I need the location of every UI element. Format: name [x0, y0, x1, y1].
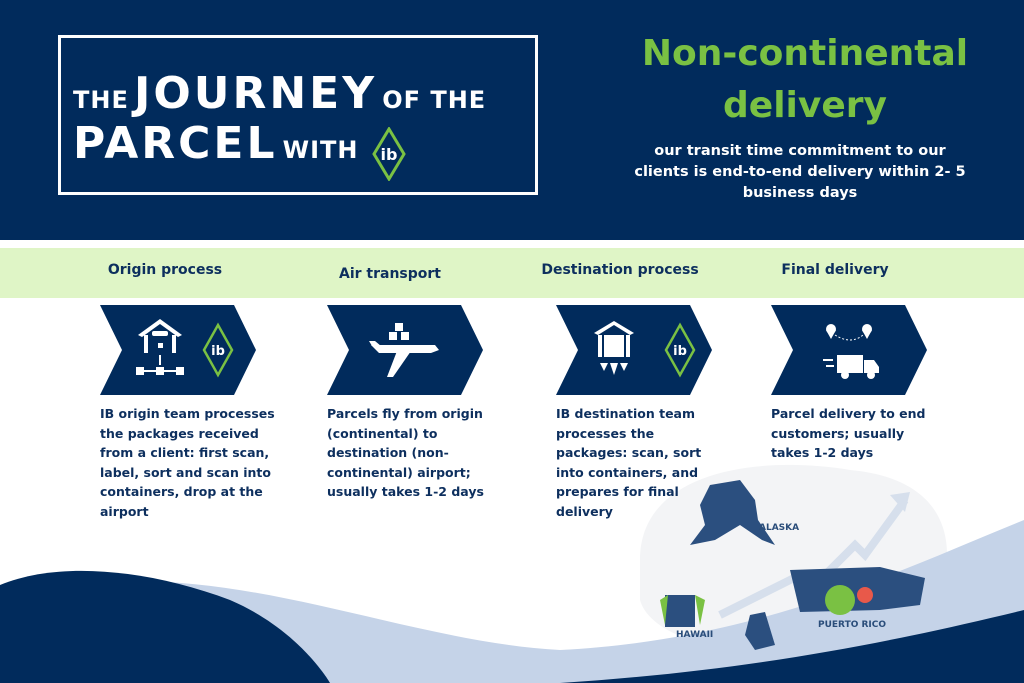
step-heading-final: Final delivery [781, 262, 889, 278]
ib-logo-icon: ib [202, 322, 234, 378]
svg-text:ib: ib [211, 344, 225, 359]
svg-text:ib: ib [380, 145, 397, 164]
airplane-icon [369, 323, 439, 377]
step-heading-origin: Origin process [107, 262, 223, 278]
step-heading-air: Air transport [339, 266, 441, 282]
label-puerto-rico: PUERTO RICO [818, 620, 887, 630]
headline-subtitle: our transit time commitment to our clien… [634, 143, 966, 201]
title-parcel: PARCEL [73, 118, 278, 169]
title-box: THE JOURNEY OF THE PARCEL WITH ib [58, 35, 538, 195]
svg-text:ib: ib [673, 344, 687, 359]
title-with: WITH [282, 136, 359, 164]
chevron-destination: ib [556, 305, 712, 395]
step-description-final: Parcel delivery to end customers; usuall… [771, 406, 926, 460]
header-banner [0, 0, 1024, 240]
step-heading-destination: Destination process [541, 262, 699, 278]
step-description-destination: IB destination team processes the packag… [556, 406, 702, 519]
title-of-the: OF THE [382, 86, 487, 114]
delivery-truck-icon [823, 324, 879, 379]
hawaii-map [745, 612, 775, 650]
growth-arrow [718, 497, 909, 619]
label-alaska: ALASKA [759, 523, 800, 533]
title-journey: JOURNEY [133, 68, 378, 119]
chevron-origin: ib [100, 305, 256, 395]
warehouse-icon [136, 319, 184, 375]
ib-logo-icon: ib [371, 126, 406, 181]
ib-logo-icon: ib [664, 322, 696, 378]
puerto-rico-map [790, 567, 925, 612]
steps-heading-band [0, 248, 1024, 298]
hibiscus-icon [857, 587, 873, 603]
label-hawaii: HAWAII [676, 630, 714, 640]
tiki-icon [665, 595, 695, 627]
chevron-air [327, 305, 483, 395]
chevron-final [771, 305, 927, 395]
step-description-air: Parcels fly from origin (continental) to… [327, 406, 484, 499]
title-the: THE [73, 86, 129, 114]
alaska-map [690, 480, 775, 545]
step-description-origin: IB origin team processes the packages re… [100, 406, 275, 519]
coconut-icon [825, 585, 855, 615]
warehouse-unload-icon [594, 321, 634, 375]
